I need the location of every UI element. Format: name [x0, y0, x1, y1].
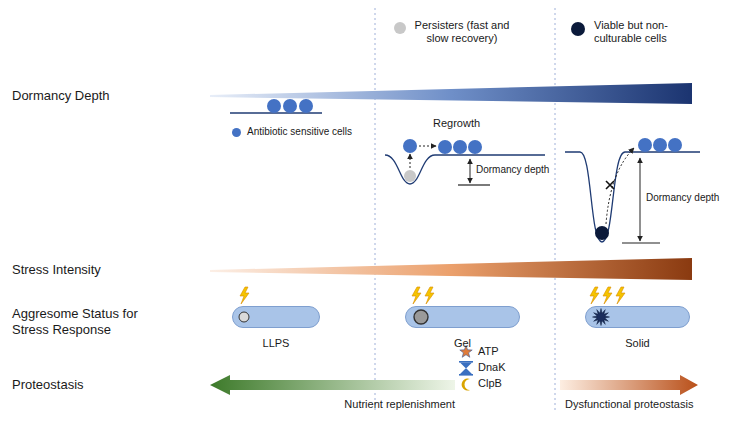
dysfunction-arrow [560, 375, 698, 395]
aggresome-liquid [239, 312, 249, 322]
sensitive-cell [653, 138, 667, 152]
sensitive-cell [468, 140, 482, 154]
legend-text: Viable but non-culturable cells [594, 19, 668, 44]
sensitive-cell [403, 139, 417, 153]
sensitive-cell [299, 99, 313, 113]
persister-cell [404, 170, 416, 182]
sensitive-cell [668, 138, 682, 152]
aggresome-solid [593, 309, 610, 326]
legend-text: DnaK [478, 361, 506, 373]
legend-text: Antibiotic sensitive cells [247, 126, 352, 137]
blocked-mark [606, 181, 614, 189]
aggresome-icon [585, 306, 690, 328]
legend-entry: Viable but non-culturable cells [594, 19, 686, 45]
legend-entry: ClpB [478, 377, 502, 390]
row-label: Dormancy Depth [12, 88, 110, 104]
column-divider [555, 8, 556, 412]
row-label: Aggresome Status for Stress Response [12, 306, 177, 337]
column-divider [375, 8, 376, 412]
annotation: Dysfunctional proteostasis [565, 398, 693, 411]
legend-swatch [232, 128, 241, 137]
annotation: Regrowth [433, 117, 480, 130]
dnak-symbol [459, 361, 473, 376]
depth-arrow [640, 158, 641, 241]
cell: Solid [585, 306, 690, 328]
sensitive-cell [267, 99, 281, 113]
replenishment-arrow [210, 375, 455, 395]
depth-bar [458, 184, 490, 185]
stress-wedge [210, 258, 692, 280]
annotation: Dormancy depth [646, 192, 719, 204]
depth-bar [622, 242, 660, 243]
legend-entry: Persisters (fast and slow recovery) [412, 19, 512, 45]
legend-text: ClpB [478, 377, 502, 389]
annotation: Nutrient replenishment [344, 398, 455, 411]
aggresome-state: LLPS [263, 337, 290, 349]
aggresome-state: Gel [454, 337, 471, 349]
row-label: Stress Intensity [12, 262, 101, 278]
legend-entry: Antibiotic sensitive cells [247, 126, 352, 138]
legend-entry: DnaK [478, 361, 506, 374]
stress-bolts [240, 287, 625, 304]
aggresome-icon [405, 306, 520, 328]
dormancy-wedge [210, 83, 692, 104]
blocked-arrow [606, 148, 634, 224]
annotation: Dormancy depth [476, 164, 549, 176]
legend-entry: ATP [478, 345, 499, 358]
legend-text: ATP [478, 345, 499, 357]
sensitive-cell [638, 138, 652, 152]
clpb-symbol [462, 379, 470, 391]
sensitive-cell [438, 140, 452, 154]
legend-text: Persisters (fast and slow recovery) [415, 19, 510, 44]
legend-swatch [571, 22, 585, 36]
recovery-arrow [410, 154, 411, 168]
sensitive-cell [453, 140, 467, 154]
regrowth-arrow [419, 146, 436, 147]
legend-swatch [394, 22, 406, 34]
row-label: Proteostasis [12, 377, 84, 393]
aggresome-icon [232, 306, 320, 328]
aggresome-gel [414, 310, 428, 324]
aggresome-state: Solid [625, 337, 649, 349]
sensitive-cell [283, 99, 297, 113]
depth-arrow [470, 159, 471, 183]
cell: Gel [405, 306, 520, 328]
cell: LLPS [232, 306, 320, 328]
vbnc-cell [595, 226, 609, 240]
